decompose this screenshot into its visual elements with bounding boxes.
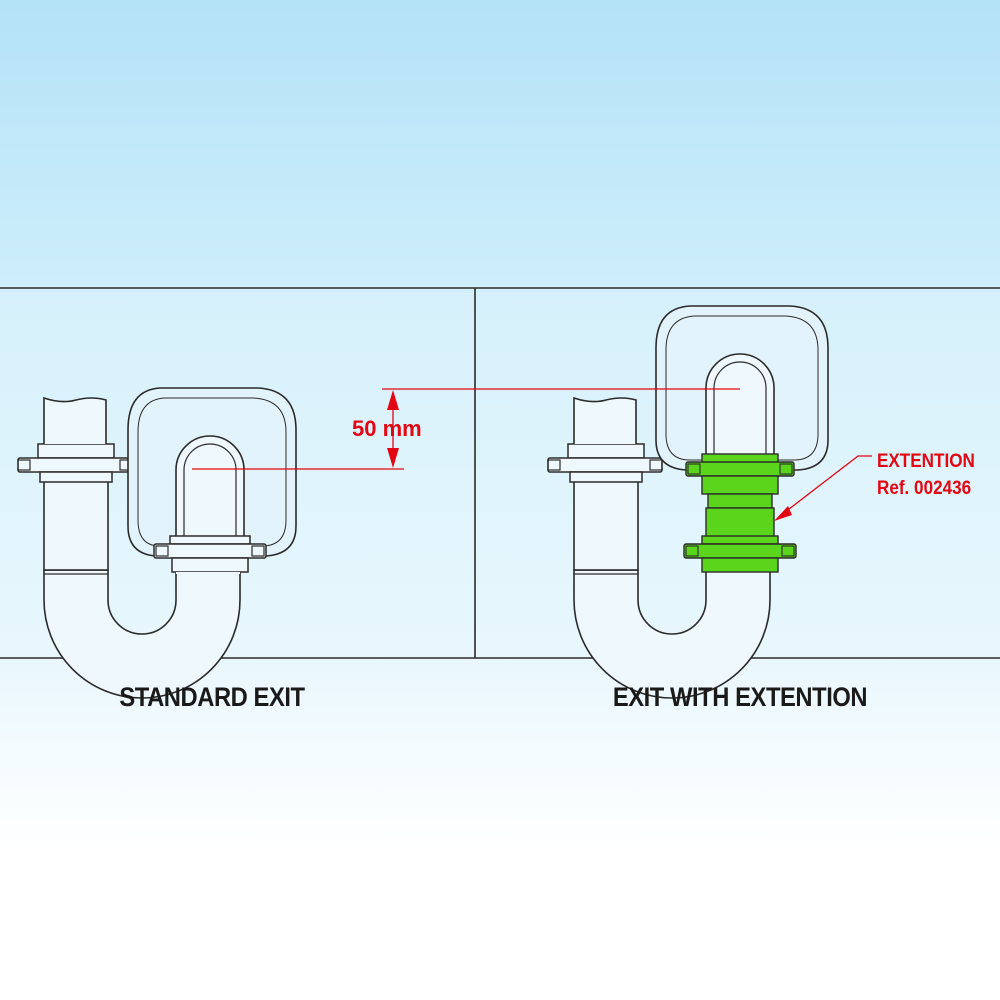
standard-siphon	[17, 387, 297, 699]
extended-siphon	[547, 305, 829, 699]
standard-exit-caption: STANDARD EXIT	[119, 682, 305, 712]
dimension-label: 50 mm	[352, 416, 422, 441]
extension-callout-ref: Ref. 002436	[877, 478, 972, 499]
extension-exit-caption: EXIT WITH EXTENTION	[612, 682, 868, 712]
extension-part	[683, 453, 797, 573]
extension-callout-name: EXTENTION	[877, 451, 975, 472]
callout-leader	[774, 455, 872, 521]
dimension-indicator	[192, 388, 740, 470]
